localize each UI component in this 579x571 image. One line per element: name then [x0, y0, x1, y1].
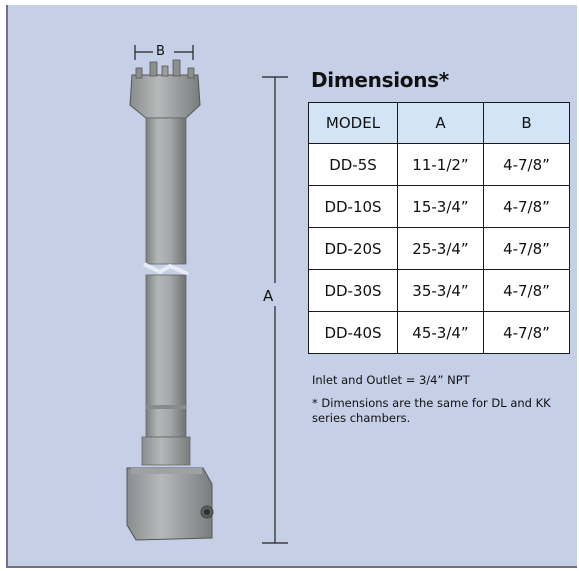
- cell-a: 11-1/2”: [397, 143, 484, 186]
- dimensions-table: MODEL A B DD-5S 11-1/2” 4-7/8” DD-10S 15…: [308, 102, 570, 354]
- cell-model: DD-40S: [308, 311, 398, 354]
- table-header-row: MODEL A B: [308, 102, 570, 144]
- dimension-a-label: A: [263, 287, 274, 305]
- column-header-b: B: [483, 102, 570, 144]
- cell-b: 4-7/8”: [483, 185, 570, 228]
- column-header-a: A: [397, 102, 484, 144]
- cell-a: 15-3/4”: [397, 185, 484, 228]
- break-line: [143, 262, 189, 276]
- chamber-head: [129, 59, 201, 119]
- chamber-base: [126, 467, 214, 541]
- dimension-a-marker: [262, 76, 288, 544]
- dimension-b-label: B: [156, 44, 165, 59]
- table-row: DD-20S 25-3/4” 4-7/8”: [308, 227, 570, 270]
- table-row: DD-5S 11-1/2” 4-7/8”: [308, 143, 570, 186]
- chamber-collar: [141, 436, 191, 466]
- cell-b: 4-7/8”: [483, 311, 570, 354]
- cell-model: DD-20S: [308, 227, 398, 270]
- cell-a: 35-3/4”: [397, 269, 484, 312]
- cell-b: 4-7/8”: [483, 143, 570, 186]
- cell-model: DD-5S: [308, 143, 398, 186]
- cell-b: 4-7/8”: [483, 269, 570, 312]
- table-row: DD-10S 15-3/4” 4-7/8”: [308, 185, 570, 228]
- chamber-tube-upper: [145, 117, 187, 265]
- series-footnote: * Dimensions are the same for DL and KK …: [312, 396, 551, 425]
- cell-a: 25-3/4”: [397, 227, 484, 270]
- table-row: DD-40S 45-3/4” 4-7/8”: [308, 311, 570, 354]
- page-title: Dimensions*: [311, 68, 449, 92]
- column-header-model: MODEL: [308, 102, 398, 144]
- cell-b: 4-7/8”: [483, 227, 570, 270]
- dimension-b-marker: [134, 45, 194, 60]
- inlet-outlet-note: Inlet and Outlet = 3/4” NPT: [312, 373, 470, 387]
- table-row: DD-30S 35-3/4” 4-7/8”: [308, 269, 570, 312]
- cell-model: DD-10S: [308, 185, 398, 228]
- chamber-tube-lower: [145, 274, 187, 438]
- cell-model: DD-30S: [308, 269, 398, 312]
- cell-a: 45-3/4”: [397, 311, 484, 354]
